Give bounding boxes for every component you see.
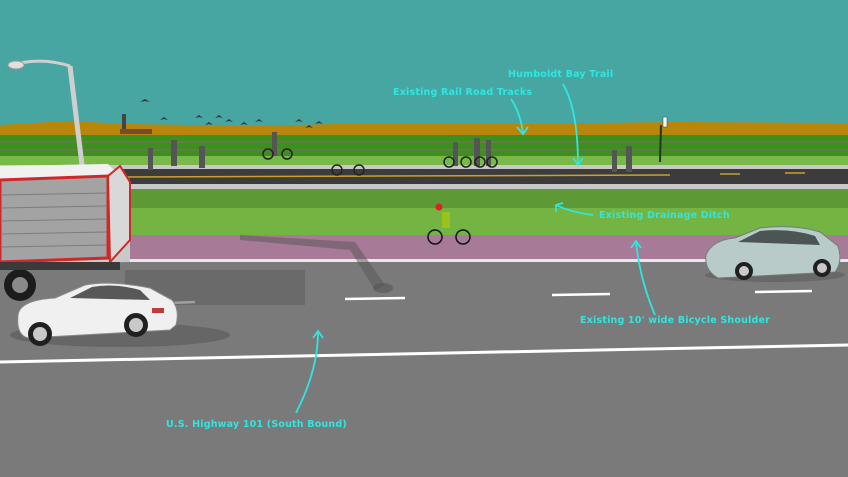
lane-dash bbox=[551, 292, 611, 297]
arrow-rail-road-tracks bbox=[510, 98, 524, 134]
arrow-bicycle-shoulder bbox=[635, 241, 656, 316]
sky bbox=[0, 0, 848, 125]
lane-dash bbox=[754, 289, 813, 294]
rail-line-1 bbox=[0, 141, 848, 143]
street-lamp-head bbox=[7, 60, 25, 70]
railroad-grass bbox=[0, 135, 848, 157]
rail-line-2 bbox=[0, 149, 848, 151]
callout-arrows bbox=[295, 83, 656, 414]
birds bbox=[140, 99, 323, 128]
label-humboldt-bay-trail: Humboldt Bay Trail bbox=[508, 69, 614, 80]
sign-post bbox=[659, 124, 662, 163]
pedestrians bbox=[148, 132, 632, 172]
arrow-drainage-ditch bbox=[555, 204, 594, 216]
lamp-shadow bbox=[240, 235, 385, 290]
label-drainage-ditch: Existing Drainage Ditch bbox=[599, 210, 730, 221]
silver-hatchback bbox=[705, 226, 841, 280]
street-lamp-pole bbox=[67, 65, 85, 166]
label-highway: U.S. Highway 101 (South Bound) bbox=[166, 419, 347, 430]
trail-bicycles bbox=[262, 148, 498, 176]
label-rail-road-tracks: Existing Rail Road Tracks bbox=[393, 87, 533, 98]
lane-dash bbox=[344, 296, 406, 301]
trail-edge-bottom bbox=[0, 184, 848, 189]
ditch-grass-upper bbox=[0, 189, 848, 209]
trail-centerline bbox=[119, 174, 671, 178]
highway-edge-line bbox=[0, 343, 848, 364]
truck-shadow bbox=[125, 270, 305, 305]
label-bicycle-shoulder: Existing 10' wide Bicycle Shoulder bbox=[580, 315, 771, 326]
arrow-highway bbox=[295, 331, 319, 414]
person-sitting bbox=[122, 114, 126, 129]
arrow-humboldt-bay-trail bbox=[562, 83, 579, 166]
bench bbox=[120, 129, 152, 134]
shoulder-edge-line bbox=[0, 259, 848, 262]
shoulder-cyclist bbox=[427, 203, 471, 245]
trail-edge-top bbox=[0, 165, 848, 169]
ditch-grass-lower bbox=[0, 208, 848, 235]
box-truck bbox=[0, 164, 131, 301]
white-coupe bbox=[17, 282, 178, 346]
